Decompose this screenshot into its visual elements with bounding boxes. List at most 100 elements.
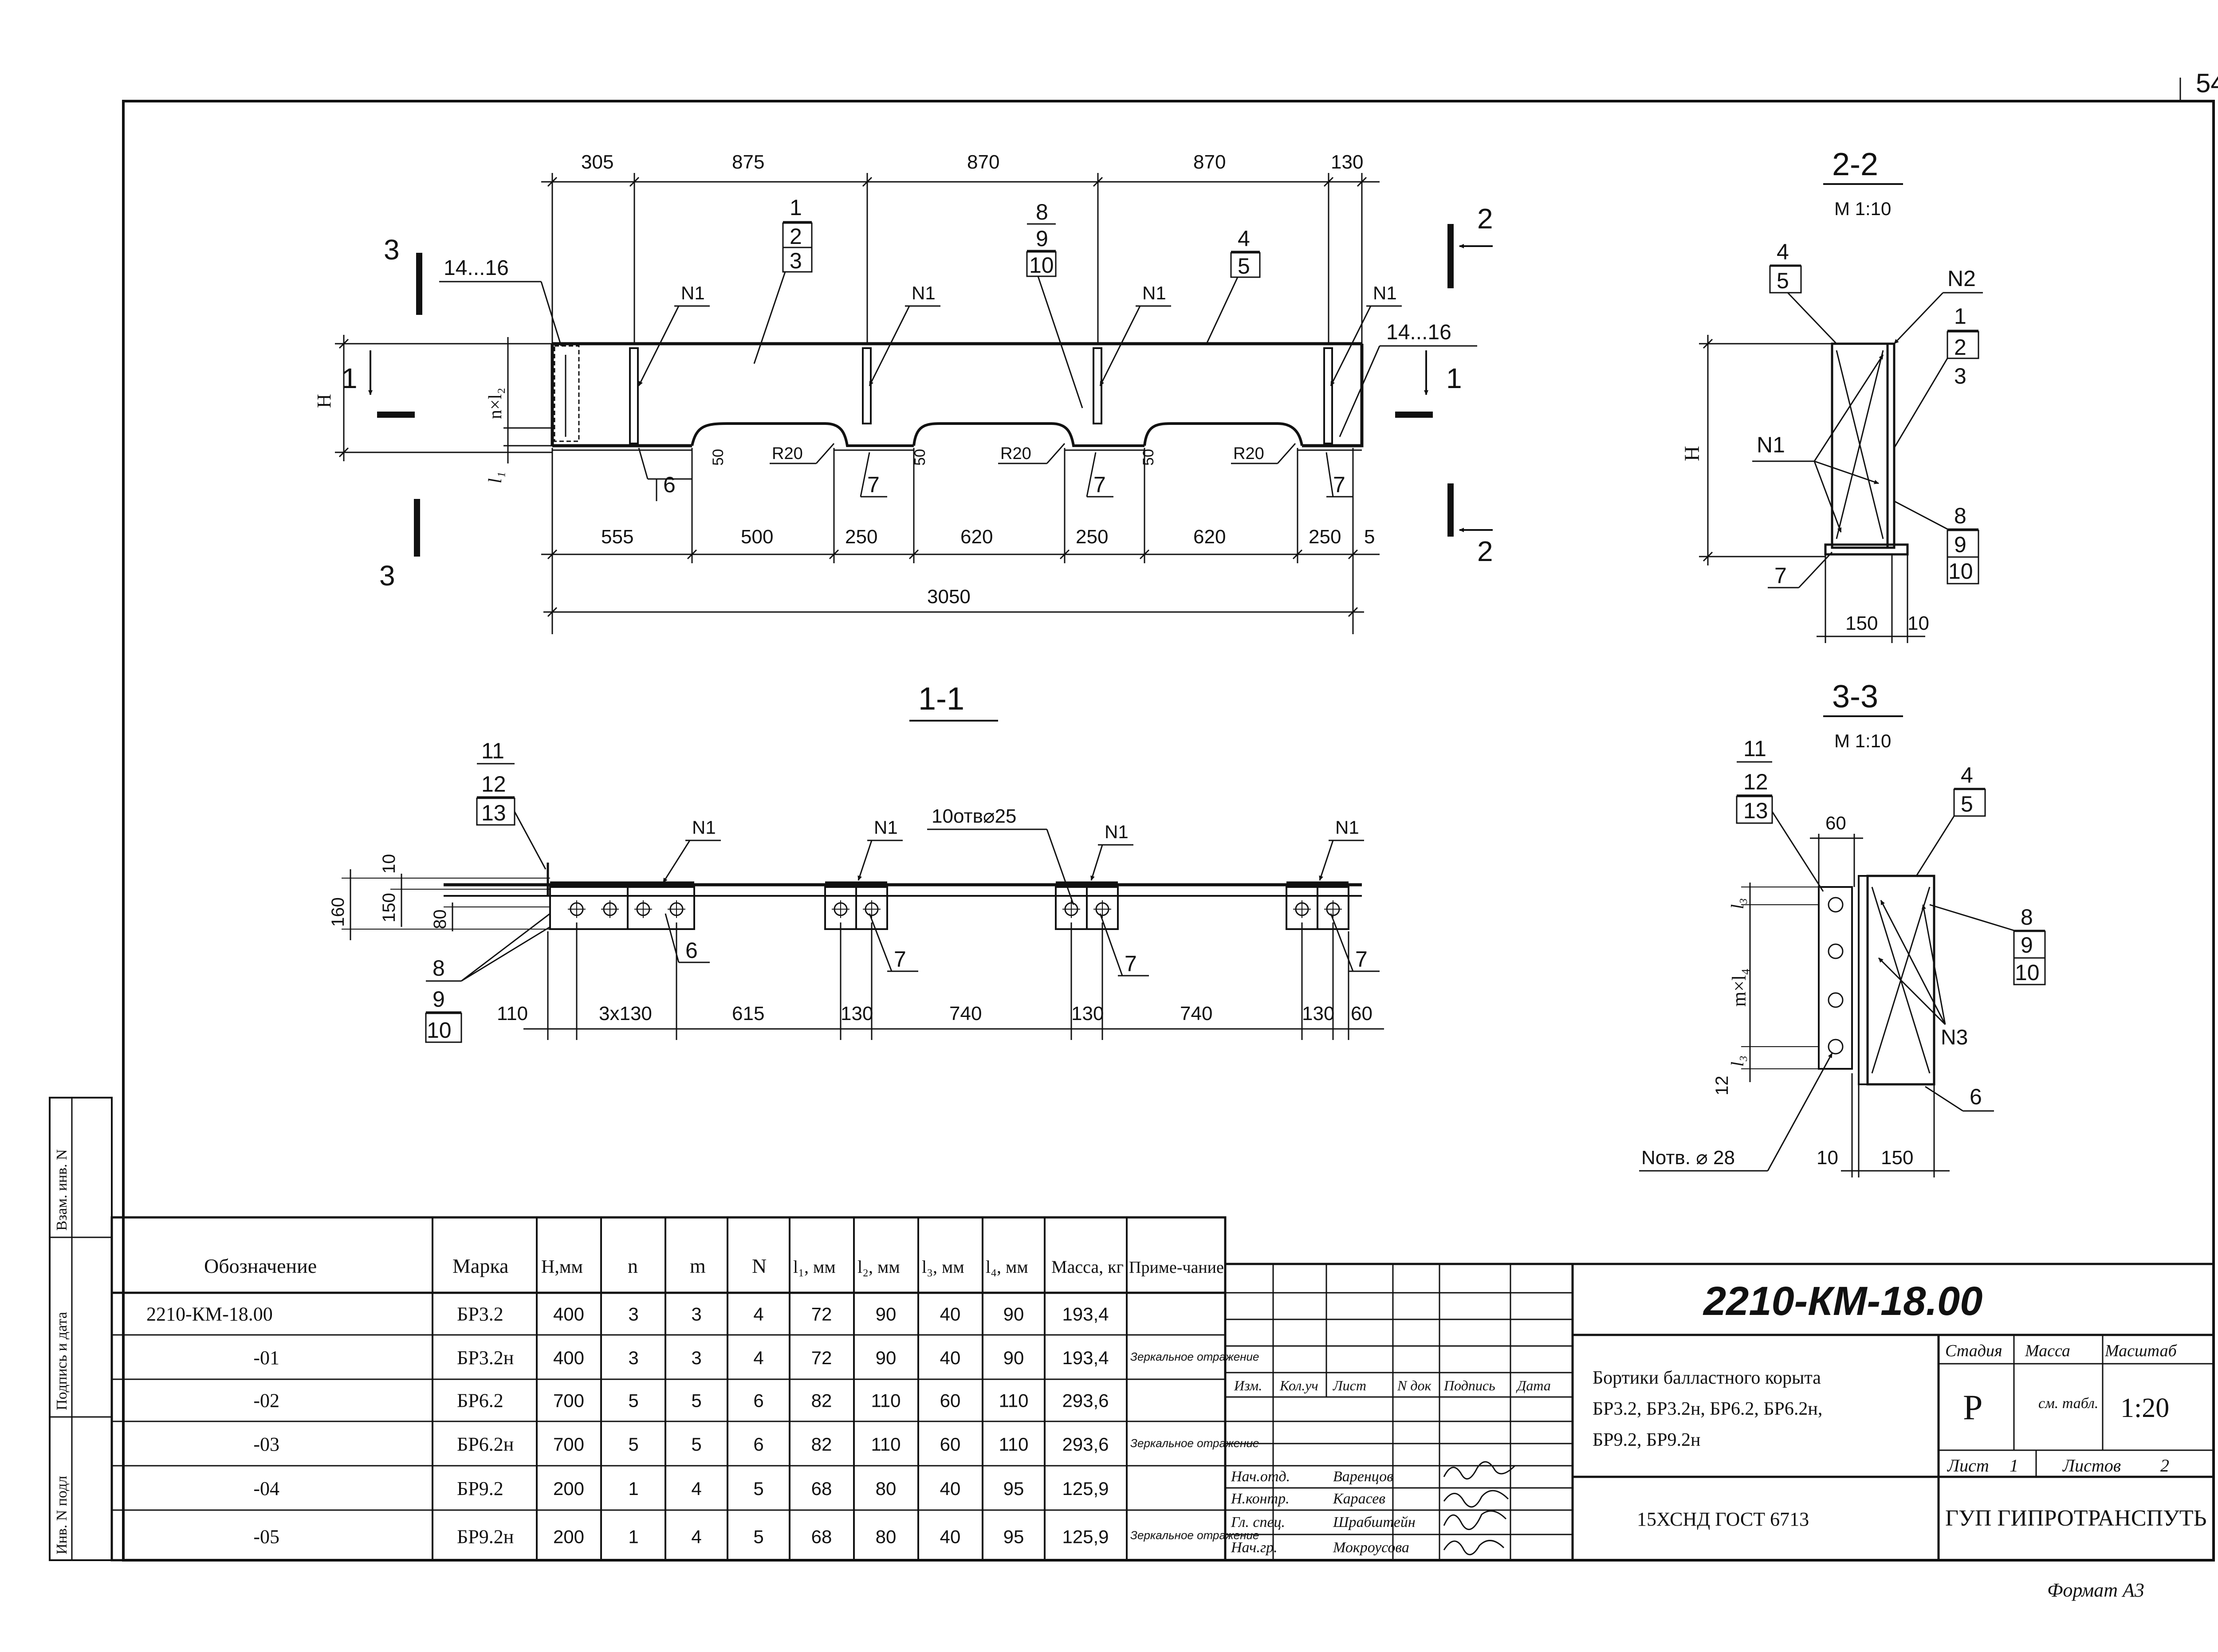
table-cell: 200 — [553, 1526, 584, 1547]
tb-ch-ndoc: N док — [1397, 1377, 1432, 1393]
tb-ch-kol: Кол.уч — [1279, 1377, 1318, 1393]
table-cell: 90 — [1003, 1347, 1024, 1368]
sec11-part-7a: 7 — [894, 947, 906, 972]
table-cell: 90 — [876, 1304, 897, 1325]
elev-bot-dim-1: 555 — [601, 526, 633, 548]
spec-table: Обозначение Марка H,мм n m N l₁, мм l₂, … — [110, 1216, 1259, 1562]
sec11-weld-4: N1 — [1335, 817, 1359, 838]
table-cell: 3 — [691, 1304, 701, 1325]
table-cell: 700 — [553, 1390, 584, 1411]
elev-radius-2: R20 — [1000, 444, 1031, 463]
sec33-holes-label: Nотв. ⌀ 28 — [1641, 1147, 1735, 1169]
table-cell: 82 — [811, 1434, 832, 1455]
sec22-h-label: H — [1680, 446, 1704, 461]
table-cell: -02 — [253, 1390, 279, 1412]
tb-scale-label: Масштаб — [2104, 1342, 2178, 1360]
tb-sig-role-4: Нач.гр. — [1231, 1539, 1278, 1556]
table-cell: 95 — [1003, 1526, 1024, 1547]
table-cell: 193,4 — [1062, 1347, 1109, 1368]
elev-stack2-a: 8 — [1036, 200, 1048, 224]
table-cell: 293,6 — [1062, 1390, 1109, 1411]
table-cell: 80 — [876, 1526, 897, 1547]
tb-sig-role-1: Нач.отд. — [1231, 1468, 1290, 1485]
table-cell: 110 — [871, 1434, 901, 1455]
table-cell: 90 — [1003, 1304, 1024, 1325]
table-cell: 80 — [876, 1478, 897, 1499]
section-2-2: 2-2 М 1:10 4 5 N2 1 2 3 N1 8 9 10 — [1680, 147, 1983, 643]
elev-part-7c: 7 — [1333, 472, 1345, 497]
elev-h-label: H — [313, 394, 335, 408]
sec-mark-3-bottom: 3 — [379, 560, 395, 592]
title-block: Изм. Кол.уч Лист N док Подпись Дата Нач.… — [1224, 1263, 2215, 1562]
table-cell: 40 — [940, 1526, 961, 1547]
table-cell: 68 — [811, 1526, 832, 1547]
table-cell: 72 — [811, 1304, 832, 1325]
tb-scale: 1:20 — [2120, 1393, 2169, 1423]
sec11-dim-160: 160 — [328, 897, 348, 927]
tb-mass-label: Масса — [2025, 1342, 2070, 1360]
elev-top-dim-2: 875 — [732, 151, 764, 173]
side-stamp: Инв. N подл Подпись и дата Взам. инв. N — [49, 1097, 113, 1561]
sec33-label-11: 11 — [1743, 736, 1766, 761]
sec22-dim-10: 10 — [1907, 612, 1929, 634]
th-l2: l₂, мм — [857, 1257, 900, 1277]
sec11-bot-dim-9: 60 — [1351, 1003, 1372, 1024]
table-cell: 40 — [940, 1478, 961, 1499]
table-cell: 3 — [628, 1304, 638, 1325]
tb-organization: ГУП ГИПРОТРАНСПУТЬ — [1945, 1506, 2207, 1531]
stamp-sign-label: Подпись и дата — [54, 1312, 70, 1410]
sec-mark-2-bottom: 2 — [1477, 535, 1493, 567]
sec11-weld-3: N1 — [1105, 821, 1129, 842]
table-cell: 40 — [940, 1304, 961, 1325]
tb-ch-sign: Подпись — [1443, 1377, 1495, 1393]
sec33-dim-10: 10 — [1817, 1147, 1838, 1169]
table-cell: 6 — [753, 1434, 763, 1455]
elev-top-dim-3: 870 — [967, 151, 999, 173]
table-cell: -01 — [253, 1347, 279, 1369]
table-cell: 110 — [999, 1390, 1029, 1411]
elev-radius-3: R20 — [1233, 444, 1264, 463]
elev-bot-dim-7: 250 — [1309, 526, 1341, 548]
elev-weld-3: N1 — [1142, 283, 1166, 303]
elev-bot-dim-3: 250 — [845, 526, 877, 548]
table-cell: БР6.2н — [457, 1433, 514, 1455]
elev-small-dim-2: 50 — [912, 449, 928, 466]
elev-stack1-b: 2 — [790, 224, 802, 249]
th-N: N — [752, 1255, 767, 1277]
table-cell: БР3.2 — [457, 1303, 503, 1325]
sec22-label-8: 8 — [1954, 503, 1966, 528]
table-cell: БР3.2н — [457, 1347, 514, 1369]
tb-sig-role-3: Гл. спец. — [1231, 1514, 1285, 1530]
table-cell: 193,4 — [1062, 1304, 1109, 1325]
sec33-label-13: 13 — [1743, 798, 1768, 823]
elev-stack2-c: 10 — [1029, 253, 1054, 278]
sec11-bot-dim-1: 110 — [497, 1003, 528, 1024]
sec-mark-1-right: 1 — [1446, 362, 1462, 394]
table-cell: 95 — [1003, 1478, 1024, 1499]
sec11-bot-dim-7: 740 — [1180, 1003, 1212, 1024]
tb-sig-name-2: Карасев — [1333, 1491, 1385, 1507]
table-cell: 400 — [553, 1304, 584, 1325]
table-cell: 400 — [553, 1347, 584, 1368]
tb-sig-name-3: Шрабштейн — [1333, 1514, 1416, 1530]
table-cell: 5 — [691, 1390, 701, 1411]
table-cell: 5 — [628, 1390, 638, 1411]
elev-bot-dim-8: 5 — [1364, 526, 1375, 548]
sec33-label-4: 4 — [1961, 763, 1973, 788]
tb-sheet-label: Лист — [1947, 1456, 1989, 1475]
table-cell: 60 — [940, 1390, 961, 1411]
table-cell: БР9.2 — [457, 1478, 503, 1499]
table-cell: 6 — [753, 1390, 763, 1411]
sec33-ml4: m×l₄ — [1728, 968, 1750, 1007]
elev-top-dim-4: 870 — [1193, 151, 1226, 173]
table-cell: 82 — [811, 1390, 832, 1411]
sec33-label-12: 12 — [1743, 769, 1768, 794]
table-cell: 125,9 — [1062, 1478, 1109, 1499]
sec33-label-10: 10 — [2015, 960, 2040, 985]
table-cell: 4 — [753, 1347, 763, 1368]
sec33-label-6: 6 — [1970, 1084, 1982, 1109]
elev-bot-dim-5: 250 — [1076, 526, 1108, 548]
tb-sheets: 2 — [2160, 1456, 2169, 1475]
elev-top-dim-5: 130 — [1331, 151, 1363, 173]
